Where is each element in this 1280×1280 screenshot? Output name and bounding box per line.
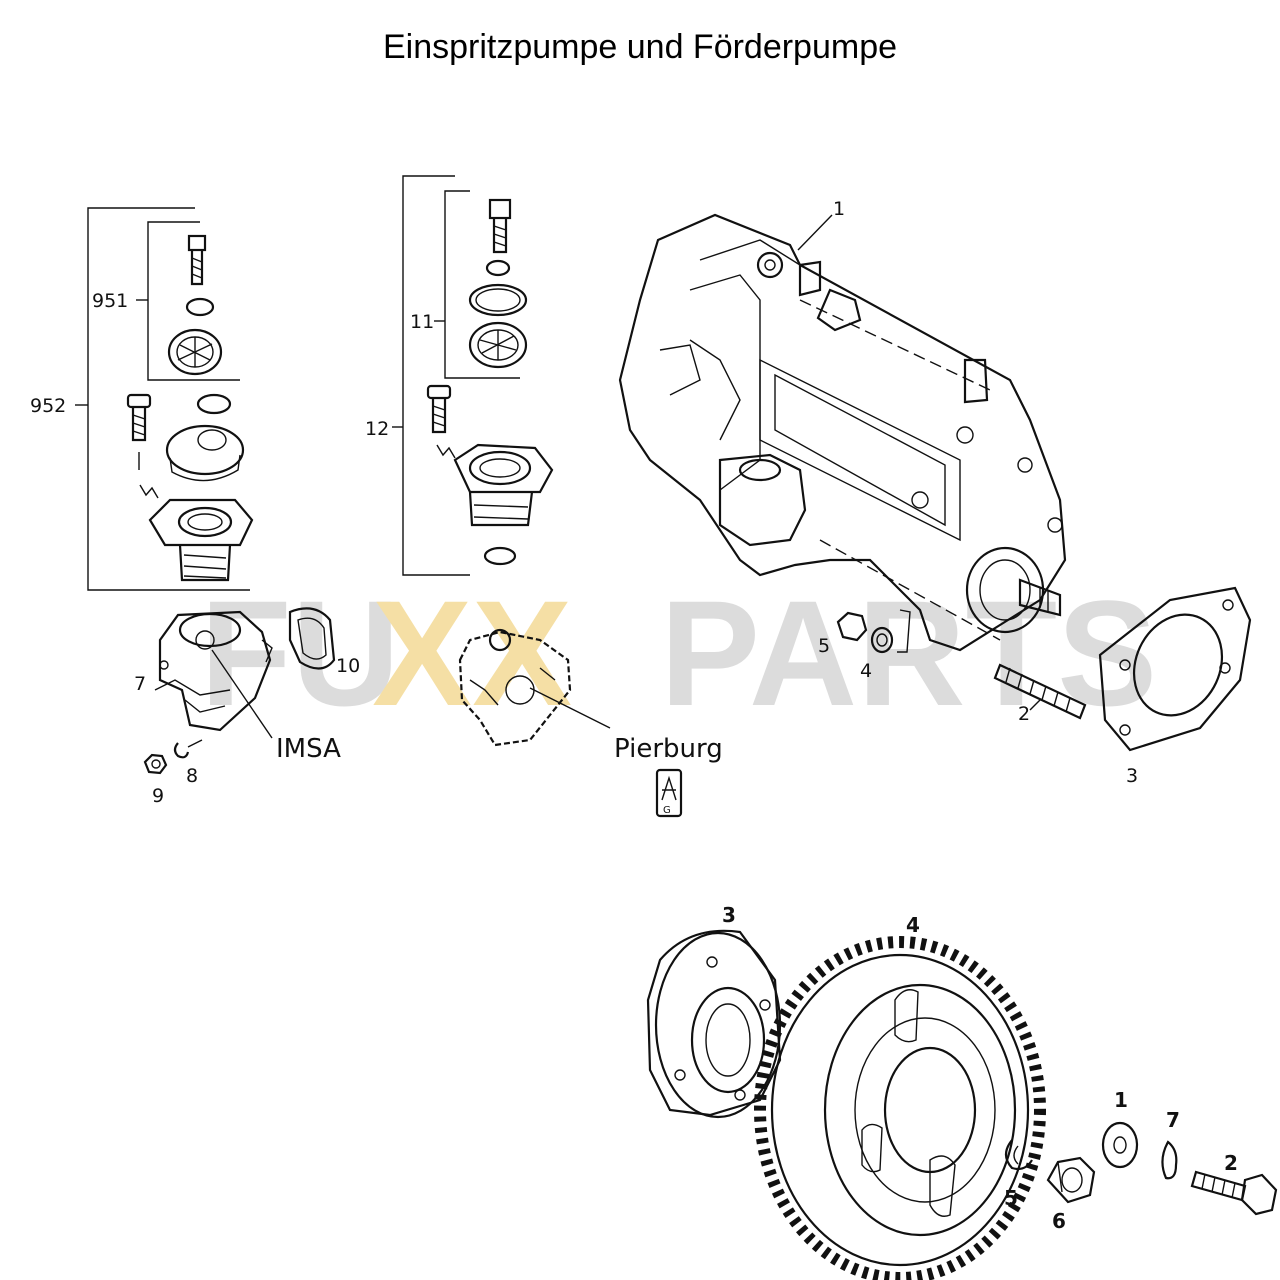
- watermark-text-mid: XX: [372, 569, 572, 737]
- label-4: 4: [860, 660, 872, 682]
- stud-bolt-2: [993, 663, 1087, 720]
- label-5: 5: [818, 635, 830, 657]
- label-11: 11: [410, 311, 434, 333]
- lock-washer-7: [1161, 1140, 1178, 1180]
- hub-flange-3: [646, 929, 782, 1119]
- lower-label-2: 2: [1224, 1151, 1238, 1175]
- label-3: 3: [1126, 765, 1138, 787]
- gear-wheel-4: [754, 936, 1046, 1280]
- lower-label-1: 1: [1114, 1088, 1128, 1112]
- lock-ring-5: [1004, 1139, 1033, 1171]
- group-12-brackets: [392, 175, 520, 576]
- group-952-brackets: [75, 207, 250, 591]
- pump-kit-951-parts: [167, 234, 223, 376]
- pump-kit-952-parts: [126, 393, 254, 582]
- injection-pump-assembly: [618, 213, 1067, 652]
- lower-label-3: 3: [722, 903, 736, 927]
- watermark-text-right: PARTS: [660, 569, 1157, 737]
- label-9: 9: [152, 785, 164, 807]
- seal-ring-10: [288, 607, 336, 670]
- label-1: 1: [833, 198, 845, 220]
- hex-nut-6: [1046, 1156, 1096, 1204]
- lower-label-6: 6: [1052, 1209, 1066, 1233]
- pierburg-logo-icon: G: [655, 768, 683, 818]
- svg-text:G: G: [663, 805, 671, 816]
- nut-washer-parts: [143, 739, 203, 775]
- watermark: FU XX PARTS: [200, 569, 1157, 737]
- label-7: 7: [134, 673, 146, 695]
- watermark-text-left: FU: [200, 569, 400, 737]
- lower-label-4: 4: [906, 913, 920, 937]
- lower-label-7: 7: [1166, 1108, 1180, 1132]
- lower-label-5: 5: [1004, 1186, 1018, 1210]
- bolt-2: [1190, 1170, 1278, 1216]
- label-12: 12: [365, 418, 389, 440]
- gasket-3: [1098, 586, 1252, 752]
- label-952: 952: [30, 395, 66, 417]
- brand-imsa: IMSA: [276, 734, 341, 764]
- label-2: 2: [1018, 703, 1030, 725]
- label-10: 10: [336, 655, 360, 677]
- pump-kit-12-parts: [426, 384, 554, 566]
- page-title: Einspritzpumpe und Förderpumpe: [382, 28, 898, 66]
- label-951: 951: [92, 290, 128, 312]
- label-8: 8: [186, 765, 198, 787]
- brand-pierburg: Pierburg: [614, 734, 723, 764]
- imsa-feed-pump: [154, 610, 273, 732]
- pump-kit-11-parts: [468, 198, 528, 369]
- nut-5-and-washer-4: [836, 609, 911, 654]
- washer-1: [1101, 1121, 1139, 1169]
